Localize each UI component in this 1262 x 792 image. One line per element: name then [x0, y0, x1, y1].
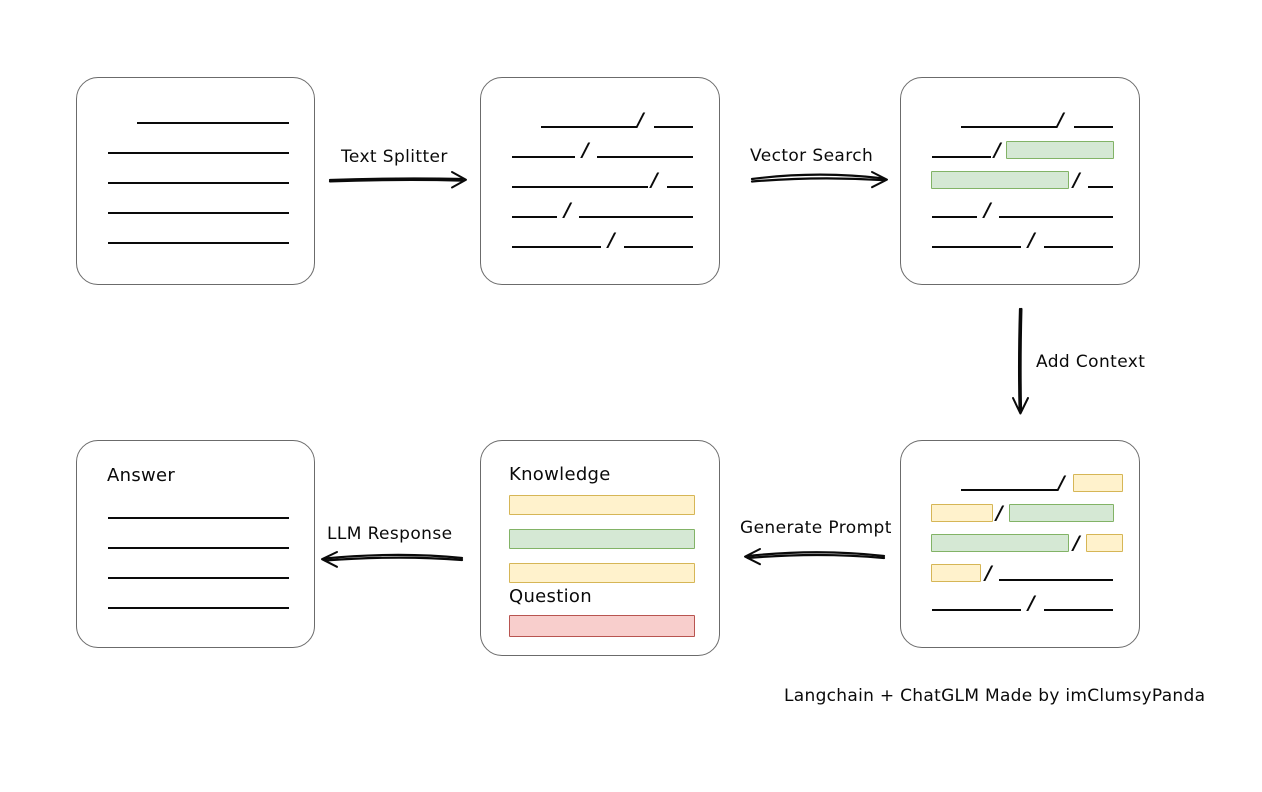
box-split-chunks[interactable]: / / / / / — [480, 77, 720, 285]
context-chunk-highlight — [1086, 534, 1123, 552]
text-line — [108, 607, 289, 609]
text-line — [961, 489, 1057, 491]
context-chunk-highlight — [931, 564, 981, 582]
chunk-separator: / — [1073, 169, 1080, 191]
answer-heading: Answer — [107, 465, 176, 486]
arrow-label-add-context: Add Context — [1036, 352, 1146, 372]
context-chunk-highlight — [1009, 504, 1114, 522]
footer-credit: Langchain + ChatGLM Made by imClumsyPand… — [784, 686, 1206, 706]
chunk-separator: / — [996, 502, 1003, 524]
box-prompt[interactable]: Knowledge Question — [480, 440, 720, 656]
text-line — [108, 577, 289, 579]
text-line — [932, 246, 1021, 248]
arrow-vector-search — [750, 171, 888, 189]
matched-chunk-highlight — [1006, 141, 1114, 159]
text-line — [999, 216, 1113, 218]
context-chunk-highlight — [931, 504, 993, 522]
box-answer[interactable]: Answer — [76, 440, 315, 648]
arrow-generate-prompt — [744, 548, 886, 566]
knowledge-bar — [509, 495, 695, 515]
text-line — [108, 152, 289, 154]
arrow-llm-response — [321, 551, 464, 568]
chunk-separator: / — [651, 169, 658, 191]
chunk-separator: / — [564, 199, 571, 221]
text-line — [1044, 246, 1113, 248]
text-line — [932, 609, 1021, 611]
text-line — [1074, 126, 1113, 128]
chunk-separator: / — [1028, 592, 1035, 614]
chunk-separator: / — [608, 229, 615, 251]
text-line — [932, 216, 977, 218]
chunk-separator: / — [985, 562, 992, 584]
arrow-label-text-splitter: Text Splitter — [341, 147, 448, 167]
text-line — [137, 122, 289, 124]
arrow-label-generate-prompt: Generate Prompt — [740, 518, 892, 538]
text-line — [579, 216, 693, 218]
arrow-label-llm-response: LLM Response — [327, 524, 453, 544]
text-line — [932, 156, 991, 158]
text-line — [512, 216, 557, 218]
matched-chunk-highlight — [931, 171, 1069, 189]
text-line — [512, 246, 601, 248]
context-chunk-highlight — [931, 534, 1069, 552]
chunk-separator: / — [1058, 472, 1065, 494]
question-bar — [509, 615, 695, 637]
knowledge-bar — [509, 563, 695, 583]
chunk-separator: / — [1057, 109, 1064, 131]
chunk-separator: / — [994, 139, 1001, 161]
chunk-separator: / — [1028, 229, 1035, 251]
text-line — [999, 579, 1113, 581]
text-line — [108, 242, 289, 244]
arrow-add-context — [1012, 307, 1029, 415]
knowledge-bar — [509, 529, 695, 549]
text-line — [512, 186, 648, 188]
text-line — [961, 126, 1057, 128]
text-line — [512, 156, 575, 158]
text-line — [667, 186, 693, 188]
context-chunk-highlight — [1073, 474, 1123, 492]
text-line — [108, 517, 289, 519]
chunk-separator: / — [582, 139, 589, 161]
text-line — [541, 126, 637, 128]
text-line — [597, 156, 693, 158]
text-line — [108, 182, 289, 184]
box-source-document[interactable] — [76, 77, 315, 285]
arrow-label-vector-search: Vector Search — [750, 146, 874, 166]
text-line — [108, 212, 289, 214]
box-context-chunks[interactable]: / / / / / — [900, 440, 1140, 648]
knowledge-heading: Knowledge — [509, 464, 611, 485]
question-heading: Question — [509, 586, 592, 607]
arrow-text-splitter — [328, 171, 467, 189]
box-matched-chunks[interactable]: / / / / / — [900, 77, 1140, 285]
text-line — [1088, 186, 1113, 188]
text-line — [108, 547, 289, 549]
text-line — [624, 246, 693, 248]
chunk-separator: / — [637, 109, 644, 131]
chunk-separator: / — [984, 199, 991, 221]
chunk-separator: / — [1073, 532, 1080, 554]
text-line — [654, 126, 693, 128]
text-line — [1044, 609, 1113, 611]
